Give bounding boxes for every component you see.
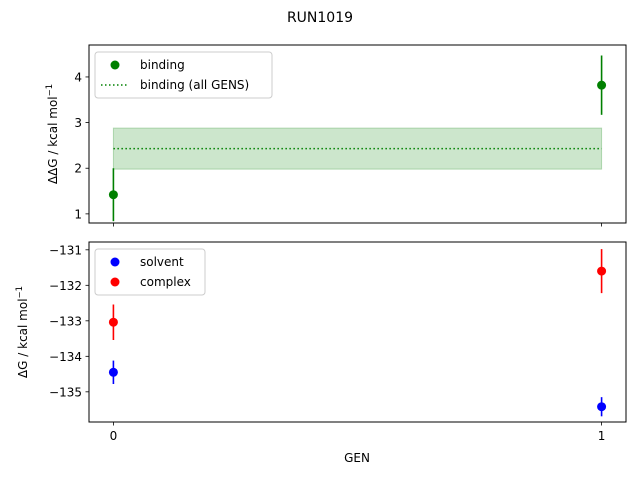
bottom-xtick-label: 1 [598,429,606,443]
top-legend: binding binding (all GENS) [94,51,273,99]
figure-title: RUN1019 [287,10,353,26]
top-series-layer [108,55,607,222]
top-x-ticks [113,223,602,227]
solvent-point [108,367,118,377]
legend-binding-marker [110,60,120,70]
top-legend-box [94,51,273,99]
top-ytick-label: 2 [74,162,82,176]
top-ytick-label: 3 [74,116,82,130]
bottom-y-axis-label: ΔG / kcal mol−1 [15,286,30,378]
bottom-ytick-label: −134 [49,350,82,364]
x-axis-label: GEN [344,451,370,465]
top-y-axis-label: ΔΔG / kcal mol−1 [45,84,60,184]
bottom-ytick-label: −132 [49,279,82,293]
bottom-ytick-label: −135 [49,385,82,399]
complex-point [597,266,607,276]
bottom-ytick-label: −133 [49,314,82,328]
bottom-y-axis-label-main: ΔG / kcal mol [16,298,30,378]
top-plot-frame [88,44,627,224]
legend-complex-label: complex [140,275,191,289]
top-ytick-label: 1 [74,207,82,221]
legend-binding-label: binding [140,58,185,72]
binding-point [597,80,607,90]
legend-solvent-label: solvent [140,255,184,269]
legend-solvent-marker [110,257,120,267]
top-y-axis-label-superscript: −1 [45,84,55,97]
bottom-legend: solvent complex [94,248,206,296]
bottom-plot-frame [88,241,627,423]
bottom-xtick-label: 0 [110,429,118,443]
top-panel: 1 2 3 4 ΔΔG / kcal mol−1 binding binding (a… [45,44,627,227]
top-ytick-label: 4 [74,70,82,84]
bottom-y-axis-label-superscript: −1 [15,286,25,299]
bottom-series-layer [108,249,607,417]
solvent-point [597,402,607,412]
binding-point [108,190,118,200]
top-y-axis-label-main: ΔΔG / kcal mol [46,96,60,184]
legend-complex-marker [110,277,120,287]
bottom-y-ticks: −135 −134 −133 −132 −131 [49,243,89,399]
complex-point [108,317,118,327]
bottom-legend-box [94,248,206,296]
bottom-ytick-label: −131 [49,243,82,257]
top-band-layer [112,127,603,170]
top-y-ticks: 1 2 3 4 [74,70,89,221]
legend-binding-all-gens-label: binding (all GENS) [140,78,249,92]
